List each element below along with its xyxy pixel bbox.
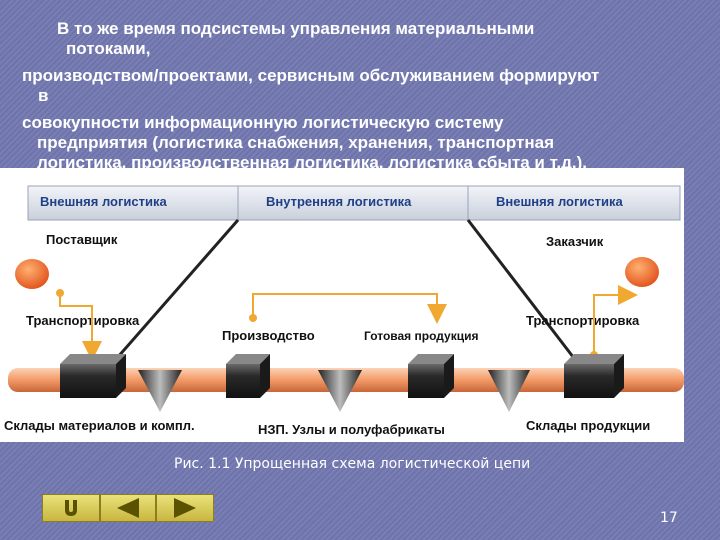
header-internal-label: Внутренняя логистика: [266, 194, 412, 209]
customer-label: Заказчик: [546, 234, 604, 249]
slide-text-line-4: в: [38, 86, 49, 105]
previous-button[interactable]: [100, 494, 156, 522]
boundary-line-right: [466, 219, 582, 367]
previous-arrow-icon: [117, 498, 139, 518]
header-external-right: Внешняя логистика: [467, 185, 681, 221]
page-number: 17: [660, 510, 678, 526]
return-button[interactable]: [42, 494, 100, 522]
warehouse-materials-label: Склады материалов и компл.: [4, 418, 195, 433]
slide-text-line-1: В то же время подсистемы управления мате…: [57, 19, 535, 38]
warehouse-block-1: [60, 354, 126, 398]
supplier-source-icon: [15, 259, 49, 289]
finished-goods-label: Готовая продукция: [364, 329, 478, 343]
diagram-canvas: Внешняя логистика Внутренняя логистика В…: [4, 185, 684, 437]
slide-text-line-7: логистика, производственная логистика, л…: [37, 153, 588, 172]
transport-right-arrow: [593, 285, 638, 355]
next-button[interactable]: [156, 494, 214, 522]
figure-caption: Рис. 1.1 Упрощенная схема логистической …: [174, 456, 531, 472]
transport-right-label: Транспортировка: [526, 313, 640, 328]
supplier-label: Поставщик: [46, 232, 118, 247]
warehouse-block-2: [564, 354, 624, 398]
transport-left-arrow: [59, 293, 102, 361]
return-icon: [65, 500, 77, 516]
slide-text-line-6: предприятия (логистика снабжения, хранен…: [37, 133, 554, 152]
warehouse-products-label: Склады продукции: [526, 418, 650, 433]
production-block-1: [226, 354, 270, 398]
header-external-left-label: Внешняя логистика: [40, 194, 167, 209]
next-arrow-icon: [174, 498, 196, 518]
production-label: Производство: [222, 328, 315, 343]
slide-text-line-2: потоками,: [66, 39, 151, 58]
buffer-cone-3: [488, 370, 530, 412]
boundary-line-left: [108, 219, 240, 367]
slide-text-line-3: производством/проектами, сервисным обслу…: [22, 66, 600, 85]
customer-source-icon: [625, 257, 659, 287]
transport-left-label: Транспортировка: [26, 313, 140, 328]
header-internal: Внутренняя логистика: [237, 185, 469, 221]
logistics-chain-diagram: Внешняя логистика Внутренняя логистика В…: [0, 168, 684, 442]
production-arrow: [252, 293, 447, 324]
header-external-right-label: Внешняя логистика: [496, 194, 623, 209]
wip-label: НЗП. Узлы и полуфабрикаты: [258, 422, 445, 437]
production-block-2: [408, 354, 454, 398]
header-external-left: Внешняя логистика: [27, 185, 239, 221]
buffer-cone-2: [318, 370, 362, 412]
slide-text-line-5: совокупности информационную логистическу…: [22, 113, 504, 132]
buffer-cone-1: [138, 370, 182, 412]
